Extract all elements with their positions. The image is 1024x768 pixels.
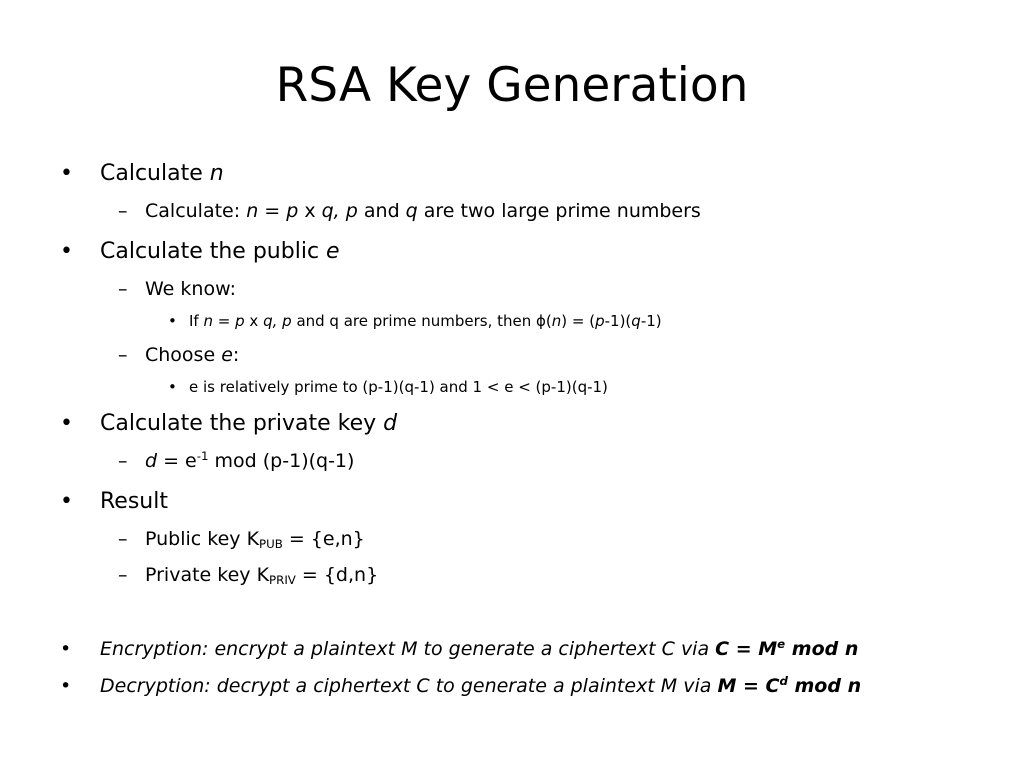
slide-title: RSA Key Generation [275, 58, 749, 113]
sub-bullet-private-key: Private key KPRIV = {d,n} [145, 564, 379, 587]
sub-bullet-calculate-formula: Calculate: n = p x q, p and q are two la… [145, 200, 701, 222]
sub-bullet-we-know: We know: [145, 278, 236, 300]
bullet-calculate-private-d: Calculate the private key d [100, 411, 398, 436]
bullet-marker: • [168, 312, 177, 330]
bullet-marker: • [60, 675, 72, 697]
dash-marker: – [118, 278, 128, 300]
sub-sub-bullet-phi: If n = p x q, p and q are prime numbers,… [189, 312, 662, 330]
bullet-marker: • [60, 489, 73, 514]
sub-bullet-d-formula: d = e-1 mod (p-1)(q-1) [145, 448, 355, 472]
bullet-marker: • [60, 239, 73, 264]
dash-marker: – [118, 344, 128, 366]
dash-marker: – [118, 528, 128, 550]
bullet-decryption: Decryption: decrypt a ciphertext C to ge… [100, 673, 862, 697]
dash-marker: – [118, 564, 128, 586]
sub-bullet-public-key: Public key KPUB = {e,n} [145, 528, 365, 551]
dash-marker: – [118, 450, 128, 472]
sub-sub-bullet-relatively-prime: e is relatively prime to (p-1)(q-1) and … [189, 378, 608, 396]
bullet-marker: • [60, 161, 73, 186]
bullet-calculate-public-e: Calculate the public e [100, 239, 340, 264]
bullet-result: Result [100, 489, 168, 514]
sub-bullet-choose-e: Choose e: [145, 344, 240, 366]
dash-marker: – [118, 200, 128, 222]
bullet-marker: • [168, 378, 177, 396]
bullet-marker: • [60, 411, 73, 436]
bullet-encryption: Encryption: encrypt a plaintext M to gen… [100, 636, 859, 660]
bullet-marker: • [60, 638, 72, 660]
bullet-calculate-n: Calculate n [100, 161, 224, 186]
